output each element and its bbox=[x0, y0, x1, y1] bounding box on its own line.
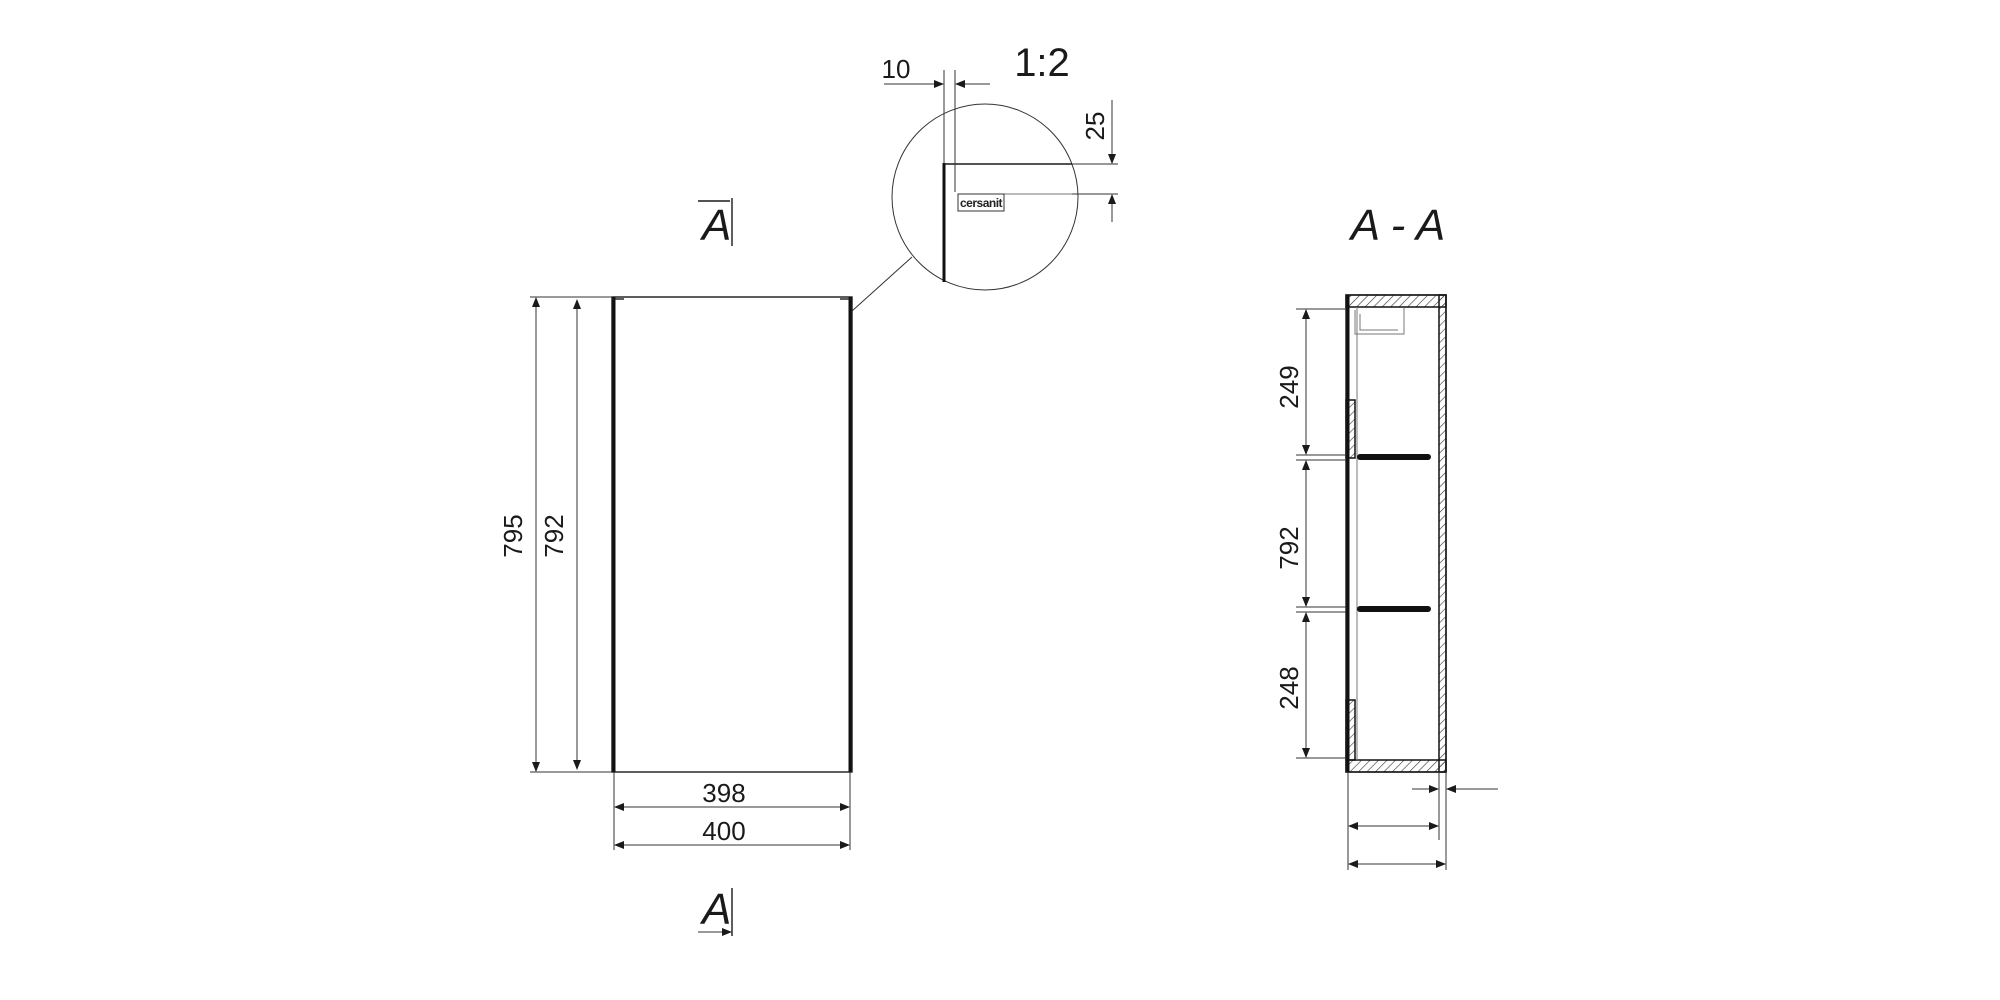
section-dim-middle-label: 792 bbox=[1274, 526, 1304, 569]
width-outer-label: 400 bbox=[702, 816, 745, 846]
detail-dim-horizontal-label: 10 bbox=[882, 54, 911, 84]
section-back-panel bbox=[1438, 294, 1447, 773]
cabinet-front-outline bbox=[611, 296, 853, 773]
svg-text:cersanit: cersanit bbox=[960, 196, 1003, 210]
section-bottom-panel bbox=[1345, 759, 1447, 773]
height-inner-label: 792 bbox=[539, 514, 569, 557]
detail-circle bbox=[891, 103, 1079, 291]
section-dim-bottom-label: 248 bbox=[1274, 666, 1304, 709]
section-top-panel bbox=[1345, 294, 1447, 308]
section-mark-top: A bbox=[698, 198, 733, 250]
svg-text:A: A bbox=[699, 885, 731, 934]
section-view: A - A 249 792 248 bbox=[1274, 201, 1498, 870]
section-dim-top-label: 249 bbox=[1274, 365, 1304, 408]
brand-logo: cersanit bbox=[957, 193, 1005, 212]
detail-leader-line bbox=[851, 256, 913, 312]
section-mark-bottom: A bbox=[698, 885, 733, 936]
detail-view: 10 25 1:2 cersanit bbox=[882, 41, 1118, 291]
height-outer-label: 795 bbox=[498, 514, 528, 557]
detail-dim-vertical-label: 25 bbox=[1080, 112, 1110, 141]
detail-scale-label: 1:2 bbox=[1014, 41, 1070, 85]
svg-text:A: A bbox=[699, 201, 731, 250]
section-title: A - A bbox=[1348, 201, 1446, 250]
width-inner-label: 398 bbox=[702, 778, 745, 808]
front-view: 795 792 398 400 A A bbox=[498, 198, 913, 936]
